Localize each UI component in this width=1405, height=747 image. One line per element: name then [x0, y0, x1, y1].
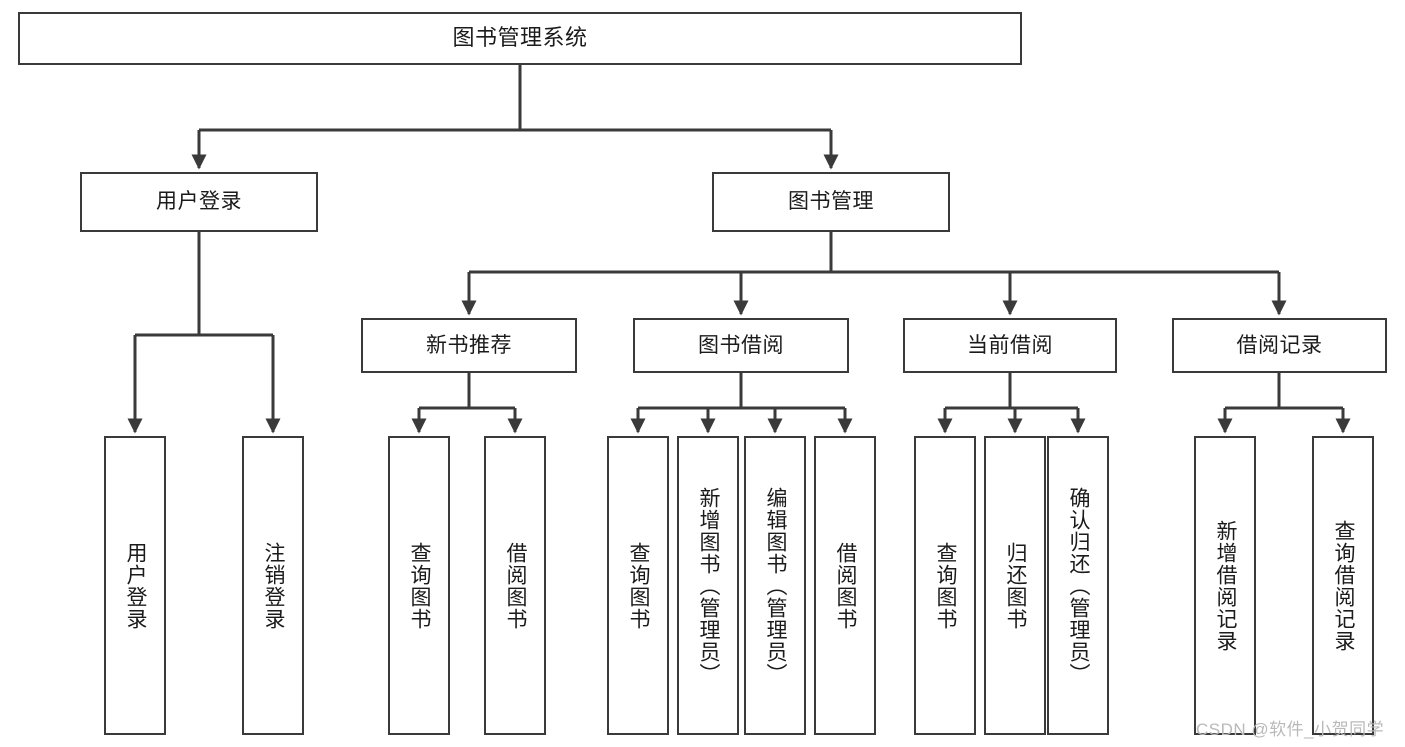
leaf-logout[interactable]: 注销登录	[242, 436, 304, 735]
csdn-watermark: CSDN @软件_小贺同学	[1196, 720, 1385, 739]
leaf-label: 归还图书	[1004, 541, 1028, 630]
node-current-borrow[interactable]: 当前借阅	[903, 318, 1117, 373]
leaf-label: 用户登录	[124, 541, 148, 630]
leaf-add-book-admin[interactable]: 新增图书（管理员）	[677, 436, 739, 735]
leaf-user-login[interactable]: 用户登录	[104, 436, 166, 735]
leaf-edit-book-admin[interactable]: 编辑图书（管理员）	[744, 436, 806, 735]
leaf-query-borrow-record[interactable]: 查询借阅记录	[1312, 436, 1374, 735]
leaf-query-book-newbook[interactable]: 查询图书	[388, 436, 450, 735]
node-user-login[interactable]: 用户登录	[80, 172, 318, 232]
node-user-login-label: 用户登录	[156, 190, 242, 214]
node-borrow-record[interactable]: 借阅记录	[1172, 318, 1387, 373]
leaf-label: 查询借阅记录	[1332, 519, 1356, 652]
leaf-label: 借阅图书	[504, 541, 528, 630]
leaf-label: 确认归还（管理员）	[1067, 486, 1091, 685]
node-book-borrow-label: 图书借阅	[698, 333, 784, 357]
node-book-management[interactable]: 图书管理	[712, 172, 950, 232]
leaf-label: 查询图书	[408, 541, 432, 630]
leaf-borrow-book[interactable]: 借阅图书	[814, 436, 876, 735]
leaf-borrow-book-newbook[interactable]: 借阅图书	[484, 436, 546, 735]
leaf-query-book-borrow[interactable]: 查询图书	[607, 436, 669, 735]
leaf-label: 注销登录	[262, 541, 286, 630]
leaf-label: 查询图书	[627, 541, 651, 630]
leaf-label: 借阅图书	[834, 541, 858, 630]
leaf-label: 新增借阅记录	[1214, 519, 1238, 652]
node-book-management-label: 图书管理	[788, 190, 874, 214]
node-book-borrow[interactable]: 图书借阅	[633, 318, 849, 373]
leaf-label: 编辑图书（管理员）	[764, 486, 788, 685]
node-root[interactable]: 图书管理系统	[18, 12, 1022, 65]
node-new-book-recommend[interactable]: 新书推荐	[361, 318, 577, 373]
node-current-borrow-label: 当前借阅	[967, 333, 1053, 357]
leaf-add-borrow-record[interactable]: 新增借阅记录	[1194, 436, 1256, 735]
leaf-return-book[interactable]: 归还图书	[984, 436, 1046, 735]
leaf-confirm-return-admin[interactable]: 确认归还（管理员）	[1047, 436, 1109, 735]
node-root-label: 图书管理系统	[452, 25, 588, 51]
node-new-book-recommend-label: 新书推荐	[426, 333, 512, 357]
leaf-label: 新增图书（管理员）	[697, 486, 721, 685]
leaf-label: 查询图书	[934, 541, 958, 630]
node-borrow-record-label: 借阅记录	[1236, 333, 1323, 357]
leaf-query-book-current[interactable]: 查询图书	[914, 436, 976, 735]
